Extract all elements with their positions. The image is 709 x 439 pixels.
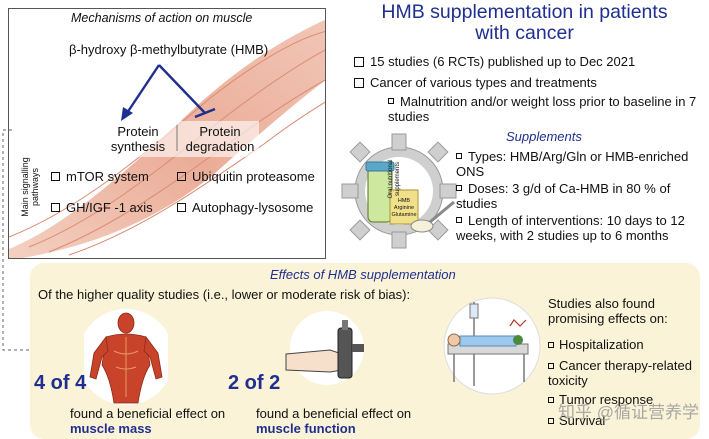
mechanisms-title: Mechanisms of action on muscle (71, 11, 253, 25)
checkbox-icon (548, 363, 554, 369)
hmb-label: β-hydroxy β-methylbutyrate (HMB) (69, 42, 269, 57)
hospital-bed-icon (443, 297, 541, 395)
checkbox-icon (354, 57, 364, 67)
pathway-item: Autophagy-lysosome (177, 200, 313, 215)
box-label: HMB Arginine Glutamine (391, 198, 417, 218)
gear-illustration (341, 133, 457, 249)
checkbox-icon (456, 153, 462, 159)
checkbox-icon (456, 185, 462, 191)
pathway-item: mTOR system (51, 169, 149, 184)
also-label: Hospitalization (559, 337, 644, 352)
effects-heading: Effects of HMB supplementation (270, 267, 456, 282)
checkbox-icon (548, 397, 554, 403)
protein-degradation-node: Protein degradation (185, 124, 255, 154)
finding-bold: muscle mass (70, 421, 152, 436)
muscle-illustration (9, 19, 325, 258)
grip-dynamometer-icon (285, 311, 364, 385)
muscle-body-icon (84, 309, 168, 405)
supplement-label: Types: HMB/Arg/Gln or HMB-enriched ONS (456, 149, 689, 179)
also-label: Survival (559, 413, 606, 428)
also-item: Survival (548, 413, 605, 428)
also-label: Cancer therapy-related toxicity (548, 358, 692, 388)
checkbox-icon (177, 203, 186, 212)
supplement-item: Length of interventions: 10 days to 12 w… (456, 213, 708, 243)
finding-text: found a beneficial effect on (70, 406, 226, 421)
also-item: Hospitalization (548, 337, 644, 352)
muscle-function-finding: found a beneficial effect on muscle func… (256, 406, 416, 436)
checkbox-icon (354, 78, 364, 88)
protein-synthesis-node: Protein synthesis (110, 124, 166, 154)
jar-label: Oral nutritional supplements (388, 159, 401, 199)
overview-item: Cancer of various types and treatments (354, 75, 597, 90)
overview-sub-label: Malnutrition and/or weight loss prior to… (388, 94, 697, 124)
mechanisms-panel: Mechanisms of action on muscle β-hydroxy… (8, 8, 326, 259)
pathway-label: Autophagy-lysosome (192, 200, 314, 215)
checkbox-icon (51, 203, 60, 212)
supplement-item: Doses: 3 g/d of Ca-HMB in 80 % of studie… (456, 181, 701, 211)
overview-label: 15 studies (6 RCTs) published up to Dec … (370, 54, 636, 69)
supplement-label: Doses: 3 g/d of Ca-HMB in 80 % of studie… (456, 181, 671, 211)
muscle-function-count: 2 of 2 (228, 372, 281, 394)
finding-bold: muscle function (256, 421, 356, 436)
checkbox-icon (51, 172, 60, 181)
pathway-item: GH/IGF -1 axis (51, 200, 153, 215)
muscle-mass-count: 4 of 4 (34, 372, 87, 394)
supplements-heading: Supplements (506, 129, 582, 144)
checkbox-icon (456, 217, 462, 223)
also-item: Tumor response (548, 392, 653, 407)
checkbox-icon (548, 342, 554, 348)
watermark: 知乎 @循证营养学 (558, 403, 699, 422)
also-item: Cancer therapy-related toxicity (548, 358, 706, 388)
overview-sub-item: Malnutrition and/or weight loss prior to… (388, 94, 703, 124)
finding-text: found a beneficial effect on (256, 406, 412, 421)
dashed-connector (2, 129, 30, 351)
overview-item: 15 studies (6 RCTs) published up to Dec … (354, 54, 635, 69)
checkbox-icon (388, 98, 394, 104)
pathway-item: Ubiquitin proteasome (177, 169, 315, 184)
pathway-label: Ubiquitin proteasome (192, 169, 315, 184)
page-title: HMB supplementation in patients with can… (381, 1, 668, 44)
muscle-mass-finding: found a beneficial effect on muscle mass (70, 406, 230, 436)
supplement-label: Length of interventions: 10 days to 12 w… (456, 213, 685, 243)
also-heading: Studies also found promising effects on: (548, 296, 668, 326)
pathway-label: mTOR system (66, 169, 149, 184)
overview-label: Cancer of various types and treatments (370, 75, 597, 90)
pathway-label: GH/IGF -1 axis (66, 200, 153, 215)
supplement-item: Types: HMB/Arg/Gln or HMB-enriched ONS (456, 149, 701, 179)
effects-intro: Of the higher quality studies (i.e., low… (38, 287, 411, 302)
checkbox-icon (177, 172, 186, 181)
checkbox-icon (548, 418, 554, 424)
also-label: Tumor response (559, 392, 654, 407)
